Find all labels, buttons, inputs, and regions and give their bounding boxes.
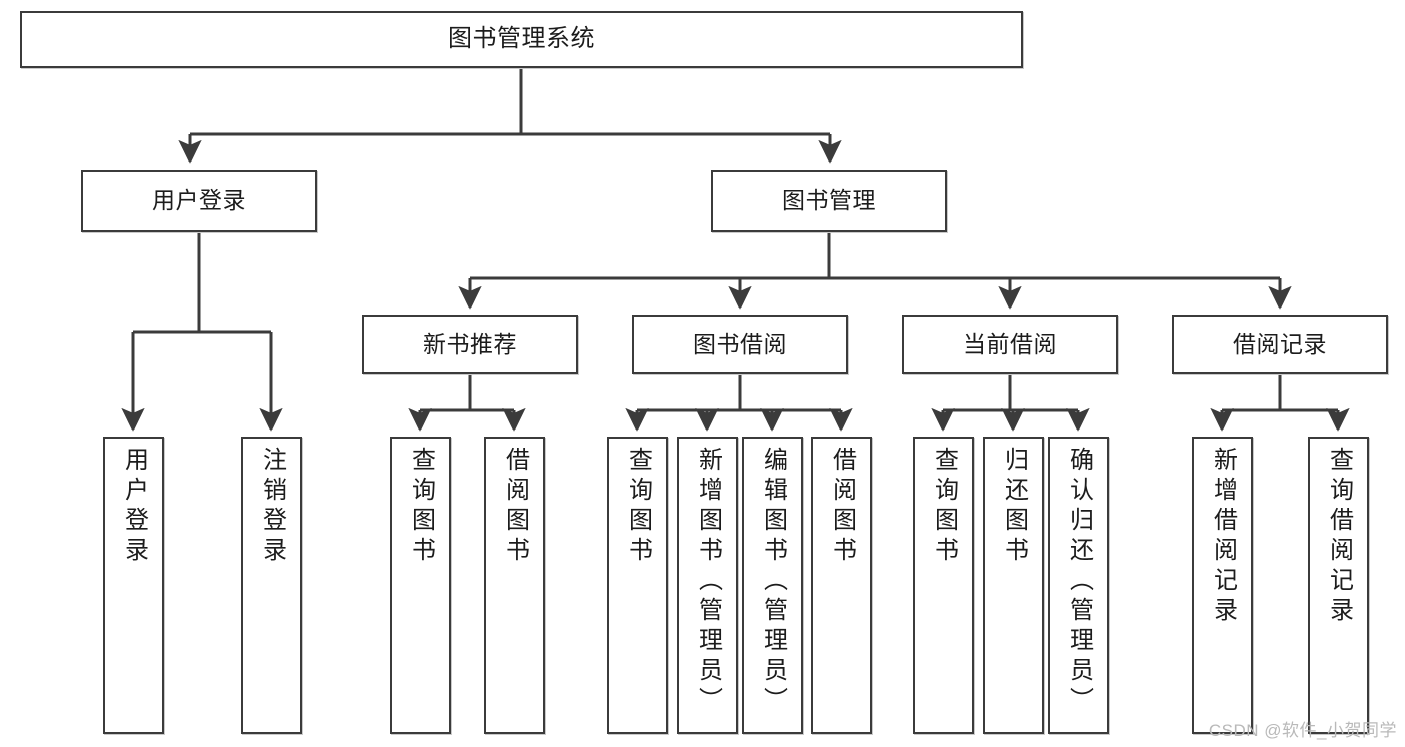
node-label: 新增借阅记录 — [1209, 447, 1237, 627]
node-borrow-record[interactable]: 借阅记录 — [1172, 315, 1388, 374]
leaf-record-add[interactable]: 新增借阅记录 — [1192, 437, 1253, 734]
leaf-user-login-login[interactable]: 用户登录 — [103, 437, 164, 734]
node-label: 查询借阅记录 — [1325, 447, 1353, 627]
leaf-record-query[interactable]: 查询借阅记录 — [1308, 437, 1369, 734]
node-label: 当前借阅 — [963, 330, 1057, 357]
node-label: 图书管理系统 — [448, 25, 595, 53]
leaf-new-book-query[interactable]: 查询图书 — [390, 437, 451, 734]
node-new-book-recommend[interactable]: 新书推荐 — [362, 315, 578, 374]
node-label: 用户登录 — [152, 187, 246, 214]
node-label: 借阅记录 — [1233, 330, 1327, 357]
node-label: 借阅图书 — [828, 447, 856, 567]
node-label: 编辑图书（管理员） — [759, 447, 787, 717]
node-label: 用户登录 — [120, 447, 148, 567]
node-label: 查询图书 — [624, 447, 652, 567]
node-label: 新书推荐 — [423, 330, 517, 357]
node-label: 借阅图书 — [501, 447, 529, 567]
node-user-login[interactable]: 用户登录 — [81, 170, 317, 232]
leaf-current-query-book[interactable]: 查询图书 — [913, 437, 974, 734]
leaf-user-login-logout[interactable]: 注销登录 — [241, 437, 302, 734]
leaf-borrow-borrow-book[interactable]: 借阅图书 — [811, 437, 872, 734]
leaf-borrow-query-book[interactable]: 查询图书 — [607, 437, 668, 734]
node-label: 图书管理 — [782, 187, 876, 214]
node-book-management[interactable]: 图书管理 — [711, 170, 947, 232]
leaf-new-book-borrow[interactable]: 借阅图书 — [484, 437, 545, 734]
node-label: 图书借阅 — [693, 330, 787, 357]
node-label: 查询图书 — [407, 447, 435, 567]
leaf-current-return-book[interactable]: 归还图书 — [983, 437, 1044, 734]
node-label: 归还图书 — [1000, 447, 1028, 567]
node-label: 注销登录 — [258, 447, 286, 567]
node-label: 确认归还（管理员） — [1065, 447, 1093, 717]
watermark-text: CSDN @软件_小贺同学 — [1208, 721, 1397, 740]
node-label: 新增图书（管理员） — [694, 447, 722, 717]
leaf-current-confirm-return[interactable]: 确认归还（管理员） — [1048, 437, 1109, 734]
node-current-borrow[interactable]: 当前借阅 — [902, 315, 1118, 374]
node-root-system[interactable]: 图书管理系统 — [20, 11, 1023, 68]
leaf-borrow-add-book[interactable]: 新增图书（管理员） — [677, 437, 738, 734]
node-book-borrow[interactable]: 图书借阅 — [632, 315, 848, 374]
leaf-borrow-edit-book[interactable]: 编辑图书（管理员） — [742, 437, 803, 734]
node-label: 查询图书 — [930, 447, 958, 567]
